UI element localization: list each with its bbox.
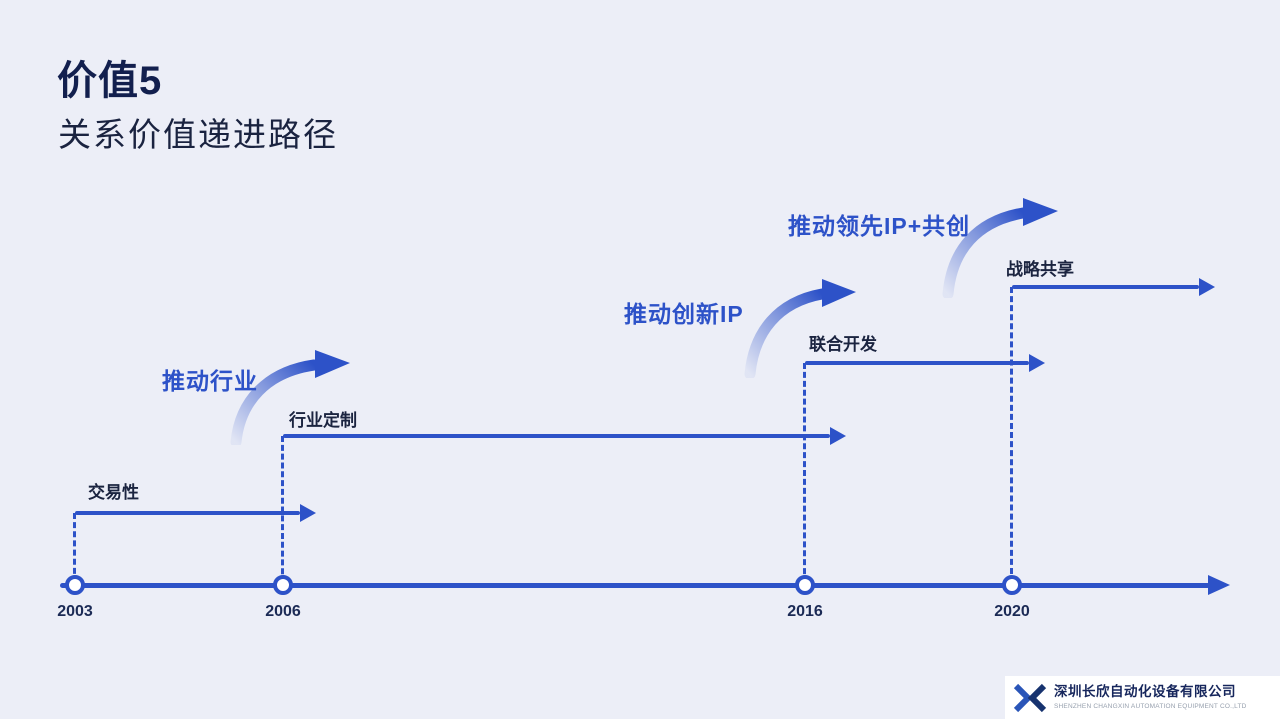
step-arrowhead-icon: [830, 427, 846, 445]
timeline-axis: [60, 583, 1210, 588]
footer-brand: 深圳长欣自动化设备有限公司 SHENZHEN CHANGXIN AUTOMATI…: [1005, 676, 1280, 719]
step-arrow-line: [805, 361, 1029, 365]
step-arrow-line: [1012, 285, 1199, 289]
timeline-dot: [1002, 575, 1022, 595]
step-arrow-line: [75, 511, 300, 515]
timeline-dot: [795, 575, 815, 595]
step-label: 交易性: [88, 483, 139, 502]
timeline-year: 2020: [994, 603, 1030, 620]
swoosh-arrow-icon: [230, 350, 350, 445]
step-label: 联合开发: [809, 335, 877, 354]
timeline-year: 2003: [57, 603, 93, 620]
timeline-dot: [273, 575, 293, 595]
driver-label: 推动创新IP: [624, 301, 744, 327]
step-arrowhead-icon: [1029, 354, 1045, 372]
timeline-year: 2016: [787, 603, 823, 620]
step-dashed-line: [1010, 287, 1013, 583]
step-arrowhead-icon: [300, 504, 316, 522]
step-dashed-line: [803, 363, 806, 583]
page-subtitle: 关系价值递进路径: [58, 116, 338, 153]
driver-label: 推动领先IP+共创: [788, 213, 971, 239]
company-name-en: SHENZHEN CHANGXIN AUTOMATION EQUIPMENT C…: [1054, 702, 1247, 710]
step-arrowhead-icon: [1199, 278, 1215, 296]
company-name-cn: 深圳长欣自动化设备有限公司: [1054, 684, 1236, 699]
step-dashed-line: [73, 513, 76, 583]
swoosh-arrow-icon: [942, 198, 1058, 298]
timeline-axis-arrowhead-icon: [1208, 575, 1230, 595]
timeline-year: 2006: [265, 603, 301, 620]
step-label: 行业定制: [289, 411, 357, 430]
step-label: 战略共享: [1006, 260, 1074, 279]
swoosh-arrow-icon: [744, 279, 856, 378]
page-title: 价值5: [57, 59, 163, 103]
timeline-dot: [65, 575, 85, 595]
step-arrow-line: [283, 434, 830, 438]
company-logo-icon: [1013, 683, 1047, 712]
step-dashed-line: [281, 436, 284, 583]
driver-label: 推动行业: [162, 368, 258, 394]
